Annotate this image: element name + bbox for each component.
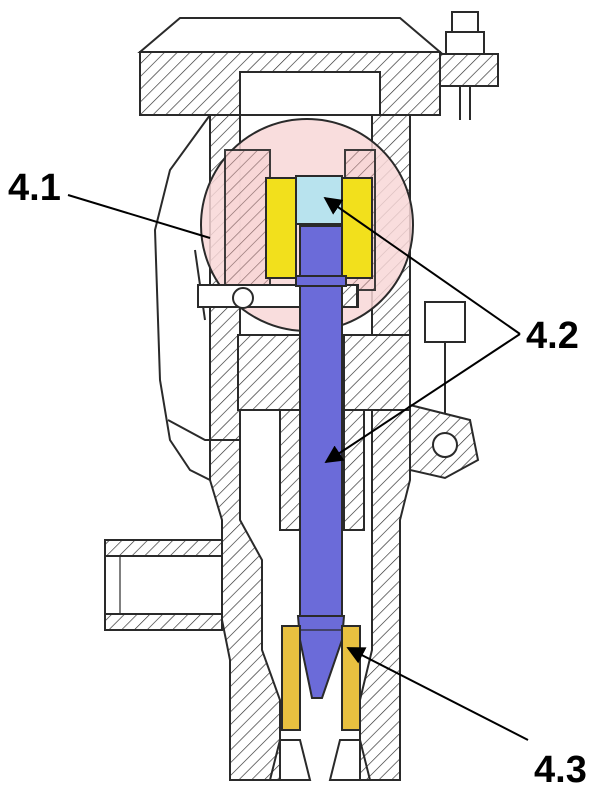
stem-top xyxy=(295,175,343,225)
label-4-3: 4.3 xyxy=(534,749,587,791)
hex-bolt-icon xyxy=(439,11,499,120)
label-4-2: 4.2 xyxy=(526,315,579,357)
valve-stem xyxy=(295,225,347,699)
leader-lines xyxy=(67,194,529,741)
top-flange xyxy=(137,17,443,116)
inlet-pipe xyxy=(104,539,223,631)
label-4-1: 4.1 xyxy=(8,167,61,209)
lever-bolt xyxy=(409,301,480,480)
